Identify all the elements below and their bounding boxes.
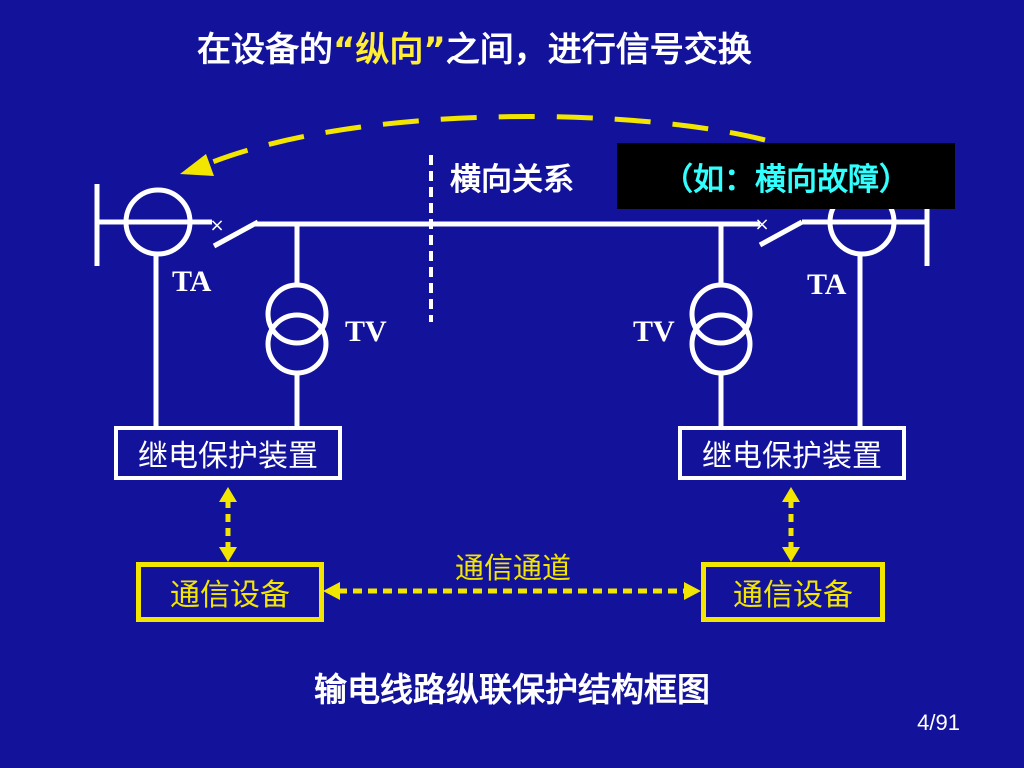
- right-ta-label: TA: [807, 268, 847, 301]
- communication-channel-label: 通信通道: [454, 551, 571, 585]
- right-tv-coil-upper: [689, 282, 753, 346]
- svg-text:×: ×: [209, 215, 224, 236]
- right-link-arrow-down: [782, 547, 800, 562]
- right-link-arrow-up: [782, 487, 800, 502]
- diagram-caption: 输电线路纵联保护结构框图: [314, 670, 710, 709]
- horizontal-fault-note: （如：横向故障）: [617, 143, 955, 209]
- left-tv-label: TV: [345, 315, 387, 348]
- channel-arrow-left: [323, 582, 340, 600]
- right-breaker: ×: [754, 214, 804, 248]
- left-tv-coil-upper: [265, 282, 329, 346]
- left-relay-device: 继电保护装置: [114, 426, 342, 480]
- right-relay-device: 继电保护装置: [678, 426, 906, 480]
- right-tv-label: TV: [633, 315, 675, 348]
- left-breaker: ×: [209, 215, 260, 249]
- page-number: 4/91: [917, 710, 960, 735]
- heading-text-before: 在设备的: [197, 30, 333, 70]
- left-link-arrow-down: [219, 547, 237, 562]
- channel-arrow-right: [684, 582, 701, 600]
- slide-heading: 在设备的“纵向”之间，进行信号交换: [197, 26, 847, 74]
- heading-highlight: “纵向”: [333, 30, 446, 70]
- svg-text:×: ×: [754, 214, 769, 235]
- longitudinal-arrow-head: [180, 154, 214, 176]
- longitudinal-arc: [204, 114, 766, 168]
- horizontal-relation-label: 横向关系: [450, 162, 574, 198]
- right-comm-device: 通信设备: [701, 562, 885, 622]
- left-link-arrow-up: [219, 487, 237, 502]
- heading-text-after: 之间，进行信号交换: [445, 30, 752, 70]
- left-comm-device: 通信设备: [136, 562, 324, 622]
- left-ta-label: TA: [172, 265, 212, 298]
